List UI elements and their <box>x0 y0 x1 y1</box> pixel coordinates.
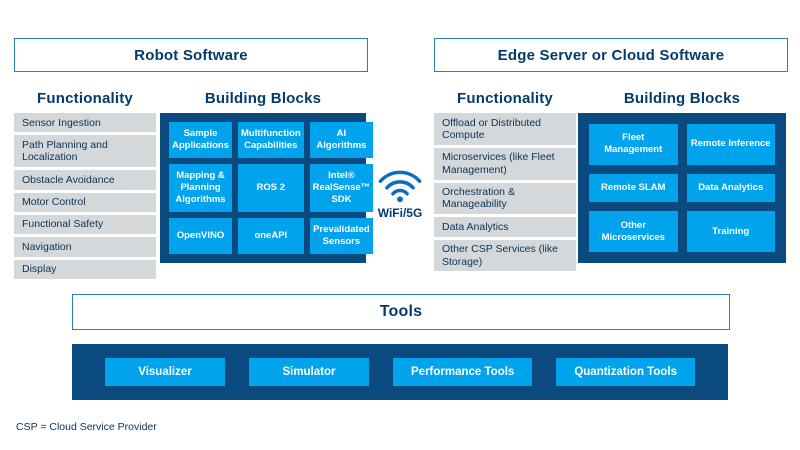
tools-header: Tools <box>72 294 730 330</box>
building-block: AI Algorithms <box>309 122 374 159</box>
left-functionality-heading: Functionality <box>37 90 133 107</box>
building-block: Data Analytics <box>686 173 775 203</box>
connector-label: WiFi/5G <box>377 206 423 220</box>
building-block: Sample Applications <box>169 122 232 159</box>
edge-cloud-software-header: Edge Server or Cloud Software <box>434 38 788 72</box>
right-functionality-list: Offload or Distributed Compute Microserv… <box>434 113 576 272</box>
building-block: Multifunction Capabilities <box>238 122 304 159</box>
building-block: ROS 2 <box>238 164 304 212</box>
left-building-blocks-heading: Building Blocks <box>204 90 322 107</box>
building-block: Other Microservices <box>589 211 678 252</box>
list-item: Functional Safety <box>14 214 156 235</box>
list-item: Sensor Ingestion <box>14 113 156 133</box>
list-item: Data Analytics <box>434 217 576 237</box>
right-building-blocks-panel: Fleet Management Remote Inference Remote… <box>578 113 786 263</box>
left-building-blocks-panel: Sample Applications Multifunction Capabi… <box>160 113 374 263</box>
building-block: Mapping & Planning Algorithms <box>169 164 232 212</box>
tool-item: Quantization Tools <box>556 358 695 386</box>
left-functionality-list: Sensor Ingestion Path Planning and Local… <box>14 113 156 279</box>
csp-footnote: CSP = Cloud Service Provider <box>16 421 157 433</box>
list-item: Navigation <box>14 237 156 257</box>
building-block: oneAPI <box>238 217 304 254</box>
list-item: Offload or Distributed Compute <box>434 113 576 145</box>
right-building-blocks-heading: Building Blocks <box>623 90 741 107</box>
list-item: Path Planning and Localization <box>14 135 156 168</box>
connector: WiFi/5G <box>372 166 428 220</box>
right-functionality-heading: Functionality <box>457 90 553 107</box>
edge-cloud-software-title: Edge Server or Cloud Software <box>497 46 725 64</box>
building-block: Fleet Management <box>589 124 678 165</box>
building-block: Remote SLAM <box>589 173 678 203</box>
robot-software-title: Robot Software <box>134 46 248 64</box>
tools-panel: Visualizer Simulator Performance Tools Q… <box>72 344 728 400</box>
tool-item: Visualizer <box>105 358 225 386</box>
robot-software-header: Robot Software <box>14 38 368 72</box>
list-item: Microservices (like Fleet Management) <box>434 147 576 180</box>
list-item: Obstacle Avoidance <box>14 170 156 190</box>
tool-item: Simulator <box>249 358 369 386</box>
wifi-icon <box>378 170 422 203</box>
list-item: Motor Control <box>14 192 156 212</box>
building-block: Training <box>686 211 775 252</box>
building-block: Prevalidated Sensors <box>309 217 374 254</box>
list-item: Orchestration & Manageability <box>434 182 576 215</box>
tool-item: Performance Tools <box>393 358 533 386</box>
list-item: Display <box>14 259 156 279</box>
building-block: OpenVINO <box>169 217 232 254</box>
building-block: Remote Inference <box>686 124 775 165</box>
building-block: Intel® RealSense™ SDK <box>309 164 374 212</box>
list-item: Other CSP Services (like Storage) <box>434 239 576 272</box>
tools-title: Tools <box>379 303 423 320</box>
